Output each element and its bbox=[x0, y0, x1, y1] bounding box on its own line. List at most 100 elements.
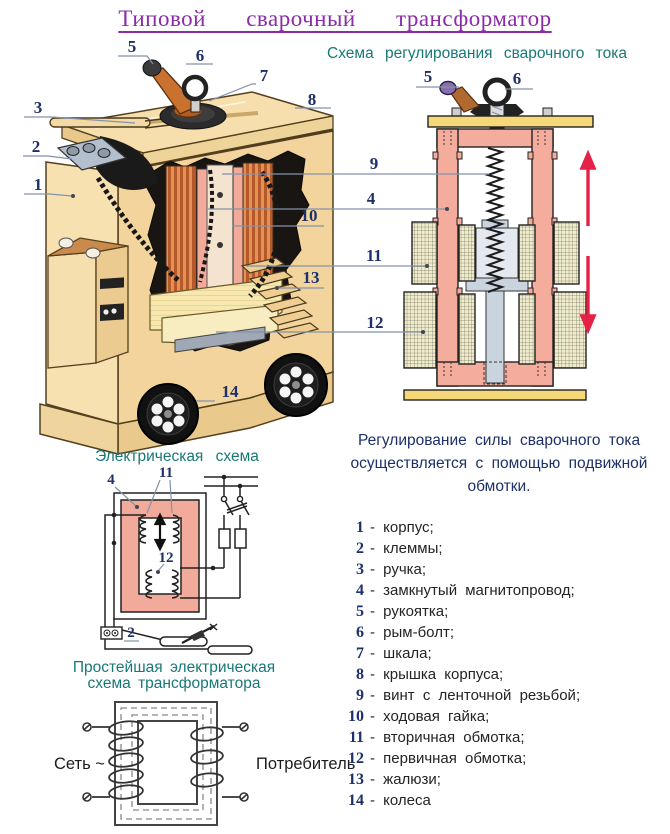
legend-item-1: 1- корпус; bbox=[356, 519, 434, 536]
callout-5-main: 5 bbox=[128, 37, 137, 56]
consumer-label: Потребитель bbox=[256, 755, 355, 773]
regulation-heading: Схема регулирования сварочного тока bbox=[327, 45, 627, 62]
callout-2-schematic: 2 bbox=[127, 625, 135, 641]
callout-14: 14 bbox=[222, 382, 240, 401]
regulation-note: Регулирование силы сварочного тока осуще… bbox=[350, 432, 648, 495]
legend-item-7: 7- шкала; bbox=[356, 645, 432, 662]
primary-coil-symbol bbox=[92, 720, 144, 800]
callout-4-mid: 4 bbox=[367, 189, 376, 208]
callout-11-mid: 11 bbox=[366, 246, 382, 265]
bolt-dot bbox=[217, 242, 223, 248]
schematic-wires bbox=[104, 474, 258, 630]
legend-item-2: 2- клеммы; bbox=[356, 540, 443, 557]
vent-slot bbox=[100, 277, 124, 290]
movement-arrows bbox=[579, 149, 597, 335]
top-plate bbox=[427, 115, 594, 128]
legend-item-11: 11- вторичная обмотка; bbox=[348, 729, 525, 746]
eye-bolt-main bbox=[181, 74, 209, 113]
leader-dot bbox=[156, 570, 160, 574]
secondary-coil-symbol bbox=[190, 726, 240, 798]
legend-item-13: 13- жалюзи; bbox=[348, 771, 441, 788]
panel-knob bbox=[111, 308, 117, 314]
legend-item-5: 5- рукоятка; bbox=[356, 603, 449, 620]
mains-label: Сеть ~ bbox=[54, 755, 105, 773]
callout-9: 9 bbox=[370, 154, 379, 173]
callout-10: 10 bbox=[301, 206, 318, 225]
electrical-heading: Электрическая схема bbox=[95, 448, 259, 465]
cables bbox=[95, 169, 281, 298]
callout-12-mid: 12 bbox=[367, 313, 384, 332]
callout-13: 13 bbox=[303, 268, 320, 287]
secondary-coils bbox=[139, 514, 180, 544]
ribbon-screw bbox=[484, 147, 506, 293]
primary-winding-blocks bbox=[403, 291, 587, 369]
callout-6-reg: 6 bbox=[513, 69, 522, 88]
legend-item-3: 3- ручка; bbox=[356, 561, 427, 578]
callout-6-main: 6 bbox=[196, 46, 205, 65]
callout-4-schematic: 4 bbox=[107, 472, 115, 488]
callout-2-main: 2 bbox=[32, 137, 41, 156]
legend-item-10: 10- ходовая гайка; bbox=[348, 708, 490, 725]
simple-heading-line2: схема трансформатора bbox=[87, 675, 261, 692]
callout-11-schematic: 11 bbox=[159, 465, 173, 481]
insulator bbox=[58, 237, 74, 249]
leader-dot bbox=[425, 264, 429, 268]
base-plate bbox=[403, 389, 587, 401]
insulator bbox=[85, 247, 101, 259]
handle-arm bbox=[449, 86, 481, 113]
legend-item-4: 4- замкнутый магнитопровод; bbox=[356, 582, 575, 599]
legend-item-8: 8- крышка корпуса; bbox=[356, 666, 504, 683]
callout-12-schematic: 12 bbox=[159, 550, 174, 566]
callout-8: 8 bbox=[308, 90, 317, 109]
bolt bbox=[451, 107, 462, 117]
core-window bbox=[137, 720, 198, 805]
center-rod bbox=[485, 290, 505, 384]
coil-move-arrow bbox=[153, 512, 167, 552]
callout-3: 3 bbox=[34, 98, 43, 117]
panel-knob bbox=[103, 309, 109, 315]
legend-item-6: 6- рым-болт; bbox=[356, 624, 454, 641]
wheel-right bbox=[264, 353, 328, 417]
wheel-left bbox=[137, 383, 199, 445]
electrode-holder bbox=[104, 623, 253, 655]
handle-knob bbox=[439, 80, 457, 96]
bolt-dot bbox=[217, 192, 223, 198]
right-terminals bbox=[239, 722, 249, 802]
hidden-rod-dashes bbox=[483, 361, 507, 385]
secondary-winding-blocks bbox=[411, 221, 580, 285]
leader-dot bbox=[71, 194, 75, 198]
leader-lines bbox=[23, 55, 533, 642]
leader-dot bbox=[421, 330, 425, 334]
legend-item-12: 12- первичная обмотка; bbox=[348, 750, 527, 767]
simple-heading-line1: Простейшая электрическая bbox=[72, 659, 276, 676]
primary-coils bbox=[145, 569, 179, 599]
leader-dot bbox=[135, 505, 139, 509]
leader-dot bbox=[275, 286, 279, 290]
bolt bbox=[542, 107, 553, 117]
welding-transformer-illustration bbox=[39, 59, 334, 455]
simple-schematic: Сеть ~ Потребитель bbox=[54, 701, 355, 826]
core-and-windings bbox=[149, 162, 283, 353]
callout-5-reg: 5 bbox=[424, 67, 433, 86]
base-left bbox=[39, 403, 119, 455]
regulation-diagram bbox=[403, 77, 597, 401]
page-title: Типовой сварочный трансформатор bbox=[118, 6, 552, 31]
callout-1: 1 bbox=[34, 175, 43, 194]
simple-heading: Простейшая электрическая схема трансформ… bbox=[38, 660, 310, 692]
crank-handle bbox=[142, 59, 203, 118]
left-terminals bbox=[82, 722, 92, 802]
callout-numbers: 5 6 7 8 3 2 1 10 13 14 9 4 11 12 5 6 4 1… bbox=[32, 37, 522, 641]
leader-dot bbox=[445, 207, 449, 211]
legend-item-14: 14- колеса bbox=[348, 792, 431, 809]
core-inner-dashed bbox=[131, 714, 204, 811]
eye-bolt-ring bbox=[482, 77, 512, 107]
callout-7: 7 bbox=[260, 66, 269, 85]
terminal-block bbox=[100, 626, 123, 640]
control-box bbox=[47, 237, 129, 369]
legend-item-9: 9- винт с ленточной резьбой; bbox=[356, 687, 581, 704]
terminals bbox=[56, 136, 158, 191]
legend-list: 1- корпус; 2- клеммы; 3- ручка; 4- замкн… bbox=[342, 517, 662, 811]
electrical-schematic bbox=[100, 474, 258, 655]
